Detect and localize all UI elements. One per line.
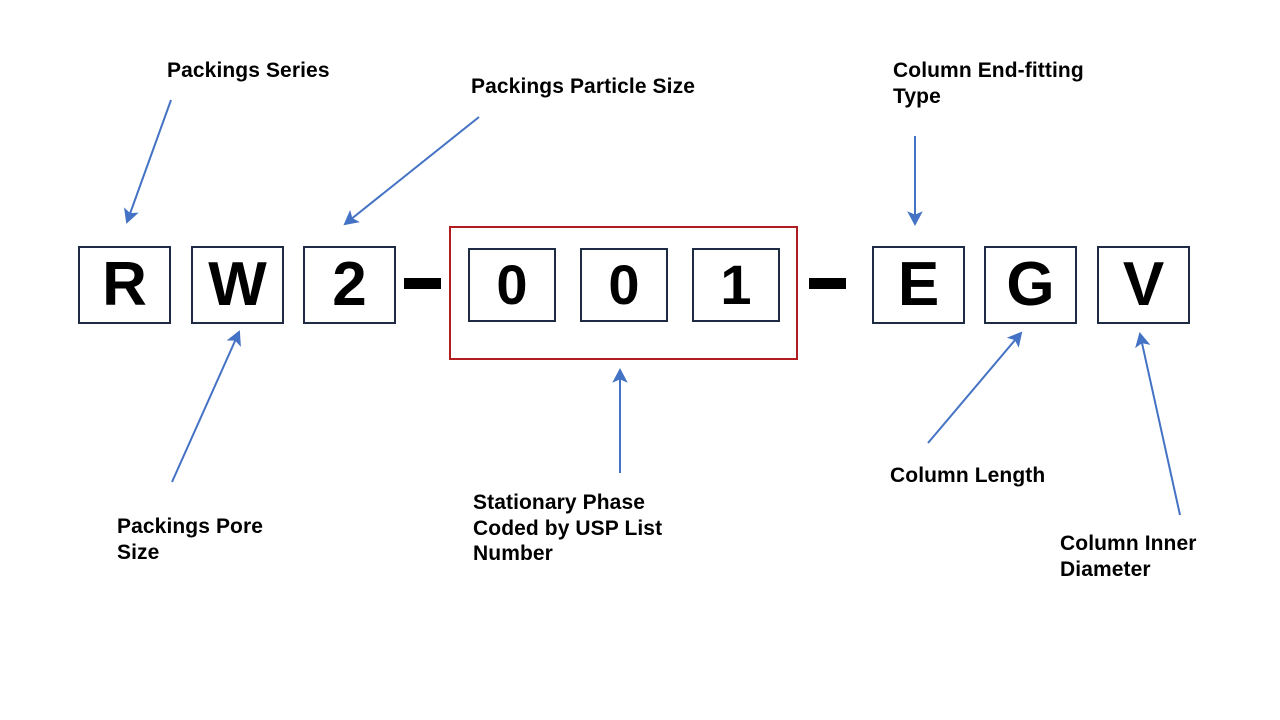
callout-column-inner-diameter: Column Inner Diameter — [1060, 532, 1197, 581]
char-glyph: 2 — [332, 250, 367, 319]
separator-dash-1 — [404, 278, 441, 289]
callout-packings-particle-size: Packings Particle Size — [471, 75, 695, 98]
callout-packings-series: Packings Series — [167, 59, 330, 82]
arrow-packings-series — [124, 99, 172, 224]
char-box-prefix-2[interactable]: W — [191, 246, 284, 324]
char-box-usp-2[interactable]: 0 — [580, 248, 668, 322]
arrow-packings-pore-size — [171, 330, 241, 483]
char-glyph: 0 — [496, 253, 528, 316]
callout-stationary-phase-usp: Stationary Phase Coded by USP List Numbe… — [473, 491, 663, 566]
char-box-prefix-3[interactable]: 2 — [303, 246, 396, 324]
arrow-packings-particle-size — [343, 116, 480, 226]
arrow-column-length — [927, 331, 1023, 444]
char-glyph: R — [102, 250, 147, 319]
char-box-suffix-2[interactable]: G — [984, 246, 1077, 324]
arrow-column-inner-diameter — [1135, 332, 1181, 516]
char-glyph: G — [1006, 250, 1055, 319]
separator-dash-2 — [809, 278, 846, 289]
callout-packings-pore-size: Packings Pore Size — [117, 515, 264, 564]
usp-list-number-highlight — [449, 226, 798, 360]
char-glyph: 1 — [720, 253, 752, 316]
callout-column-length: Column Length — [890, 464, 1046, 487]
char-glyph: E — [897, 250, 940, 319]
char-box-suffix-1[interactable]: E — [872, 246, 965, 324]
char-glyph: 0 — [608, 253, 640, 316]
char-box-usp-3[interactable]: 1 — [692, 248, 780, 322]
callout-column-end-fitting-type: Column End-fitting Type — [893, 59, 1084, 108]
char-box-prefix-1[interactable]: R — [78, 246, 171, 324]
char-glyph: V — [1122, 250, 1165, 319]
char-glyph: W — [208, 250, 267, 319]
char-box-suffix-3[interactable]: V — [1097, 246, 1190, 324]
char-box-usp-1[interactable]: 0 — [468, 248, 556, 322]
